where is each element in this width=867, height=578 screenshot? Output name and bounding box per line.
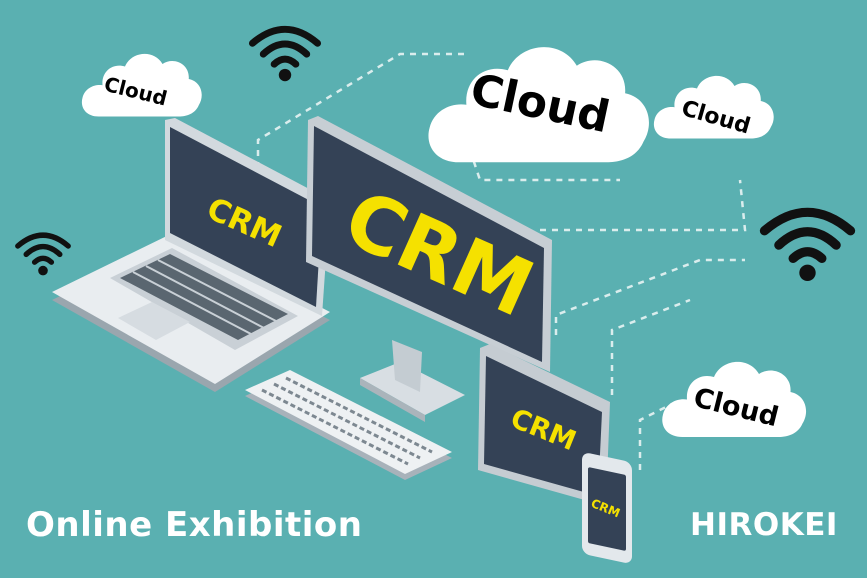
cloud-bottom-right: Cloud [662,361,807,437]
network-connections [256,52,747,470]
keyboard [245,370,452,480]
connection-line [256,52,470,168]
connection-line [540,179,747,232]
connection-line [638,398,681,470]
caption-brand: HIROKEI [690,507,838,543]
wifi-icon [18,235,68,275]
tablet: CRM [478,344,610,506]
wifi-icon [764,212,850,281]
laptop-screen [170,127,322,307]
tablet-screen [484,356,602,496]
connection-line [468,149,620,182]
phone-screen [588,467,626,551]
laptop: CRM [52,118,330,392]
connection-line [610,298,691,395]
cloud-top-right: Cloud [653,75,774,139]
cloud-large: Cloud [428,47,649,163]
smartphone: CRM [582,453,632,563]
connection-line [554,258,745,335]
wifi-icon [252,29,317,81]
cloud-top-left: Cloud [81,53,202,117]
monitor-screen [312,126,544,362]
caption-online-exhibition: Online Exhibition [26,505,363,545]
